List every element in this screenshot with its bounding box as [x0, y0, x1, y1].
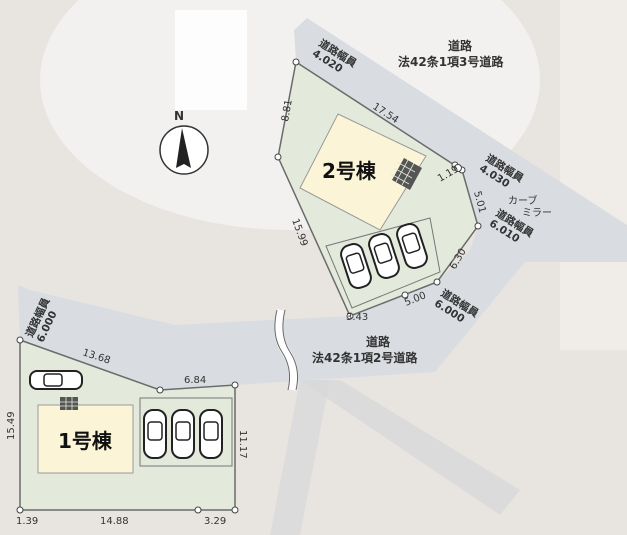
lot-1-car — [143, 409, 167, 459]
road-break-mark — [274, 308, 298, 392]
lot-2-deck — [392, 158, 422, 190]
dim-8-81: 8.81 — [280, 99, 295, 123]
lot-2-car — [368, 233, 400, 279]
dim-14-88: 14.88 — [100, 516, 129, 527]
road-top-name: 道路 法42条1項3号道路 — [398, 38, 504, 69]
lot-1 — [16, 336, 239, 514]
dim-6-84: 6.84 — [184, 375, 206, 386]
building-1-label: 1号棟 — [58, 429, 113, 453]
dim-3-43: 3.43 — [346, 312, 368, 323]
lot-1-building — [37, 404, 134, 474]
compass: N — [159, 109, 209, 175]
lot-1-deck — [60, 397, 78, 410]
building-2-label: 2号棟 — [322, 159, 377, 183]
svg-text:カーブ: カーブ — [508, 194, 537, 207]
lot-2-car — [340, 243, 372, 289]
road-break-mark — [274, 309, 290, 391]
lot-2-parking — [325, 217, 441, 309]
dim-3-29: 3.29 — [204, 516, 226, 527]
dim-11-17: 11.17 — [237, 430, 248, 459]
compass-needle-icon — [176, 128, 191, 168]
lot-2 — [274, 58, 482, 320]
road-bottom — [18, 226, 525, 390]
lot-1-car-side — [29, 370, 83, 390]
svg-text:法42条1項3号道路: 法42条1項3号道路 — [398, 54, 504, 69]
road-break-mark — [282, 309, 298, 391]
dim-1-39: 1.39 — [16, 516, 38, 527]
svg-text:ミラー: ミラー — [522, 207, 552, 219]
lot-2-building — [299, 113, 427, 231]
road-bottom-name: 道路 法42条1項2号道路 — [312, 334, 418, 365]
lot-1-car — [171, 409, 195, 459]
dim-15-49: 15.49 — [6, 411, 17, 440]
lot-2-car — [396, 223, 428, 269]
roads — [18, 18, 627, 392]
lot-1-parking — [139, 397, 233, 467]
curve-mirror-label: カーブ ミラー — [454, 164, 552, 219]
curve-mirror-icon — [454, 164, 462, 172]
compass-north-label: N — [174, 109, 184, 123]
lot-1-car — [199, 409, 223, 459]
svg-text:道路: 道路 — [366, 334, 391, 349]
svg-text:法42条1項2号道路: 法42条1項2号道路 — [312, 350, 418, 365]
road-top — [294, 18, 627, 262]
svg-text:道路: 道路 — [448, 38, 473, 53]
